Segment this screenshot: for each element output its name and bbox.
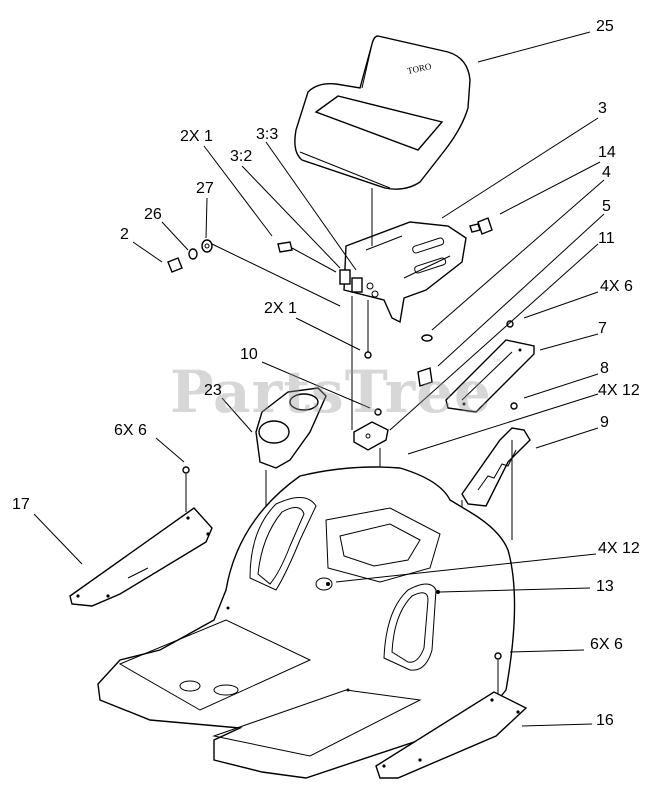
seat-pan-part-3[interactable] bbox=[343, 221, 467, 324]
hardware-parts-2-26-27[interactable] bbox=[167, 239, 341, 307]
callout-13[interactable]: 13 bbox=[596, 578, 614, 595]
cup-holder-part-23[interactable] bbox=[255, 387, 327, 469]
pivot-bolts-part-3[interactable] bbox=[277, 241, 363, 293]
knob-part-14[interactable] bbox=[469, 217, 493, 235]
callout-17[interactable]: 17 bbox=[12, 496, 30, 513]
callout-16[interactable]: 16 bbox=[596, 712, 614, 729]
fender-body[interactable] bbox=[97, 466, 516, 779]
spring-parts-4-5[interactable] bbox=[417, 334, 433, 387]
foot-plate-part-17[interactable] bbox=[69, 507, 213, 607]
callout-4x12-lower[interactable]: 4X 12 bbox=[598, 540, 640, 557]
callout-4x12-upper[interactable]: 4X 12 bbox=[598, 382, 640, 399]
callout-3[interactable]: 3 bbox=[598, 100, 607, 117]
pad-part-9[interactable] bbox=[461, 427, 531, 507]
callout-25[interactable]: 25 bbox=[596, 18, 614, 35]
callout-10[interactable]: 10 bbox=[240, 346, 258, 363]
callout-2x1-lower[interactable]: 2X 1 bbox=[264, 300, 297, 317]
callout-6x6-lower[interactable]: 6X 6 bbox=[590, 636, 623, 653]
callout-9[interactable]: 9 bbox=[600, 414, 609, 431]
plate-part-7[interactable] bbox=[445, 339, 535, 413]
watermark-trademark: ™ bbox=[491, 358, 503, 369]
callout-4[interactable]: 4 bbox=[602, 164, 611, 181]
leader-lines bbox=[33, 31, 605, 727]
watermark: PartsTree™ bbox=[170, 358, 503, 426]
callout-26[interactable]: 26 bbox=[144, 206, 162, 223]
foot-plate-part-16[interactable] bbox=[375, 691, 528, 779]
callout-4x6[interactable]: 4X 6 bbox=[600, 278, 633, 295]
callout-11[interactable]: 11 bbox=[598, 230, 615, 247]
callout-3-3[interactable]: 3:3 bbox=[256, 126, 279, 143]
callout-27[interactable]: 27 bbox=[196, 180, 214, 197]
callout-5[interactable]: 5 bbox=[602, 198, 611, 215]
callout-6x6-upper[interactable]: 6X 6 bbox=[114, 422, 147, 439]
callout-23[interactable]: 23 bbox=[204, 382, 222, 399]
callout-2[interactable]: 2 bbox=[120, 226, 129, 243]
seat-part-25[interactable]: TORO bbox=[294, 35, 471, 190]
callout-3-2[interactable]: 3:2 bbox=[230, 148, 253, 165]
callout-14[interactable]: 14 bbox=[598, 144, 616, 161]
watermark-text: PartsTree bbox=[170, 358, 492, 426]
callout-7[interactable]: 7 bbox=[598, 320, 607, 337]
callout-2x1-upper[interactable]: 2X 1 bbox=[180, 128, 213, 145]
callout-8[interactable]: 8 bbox=[600, 360, 609, 377]
bracket-part-10[interactable] bbox=[353, 408, 389, 451]
